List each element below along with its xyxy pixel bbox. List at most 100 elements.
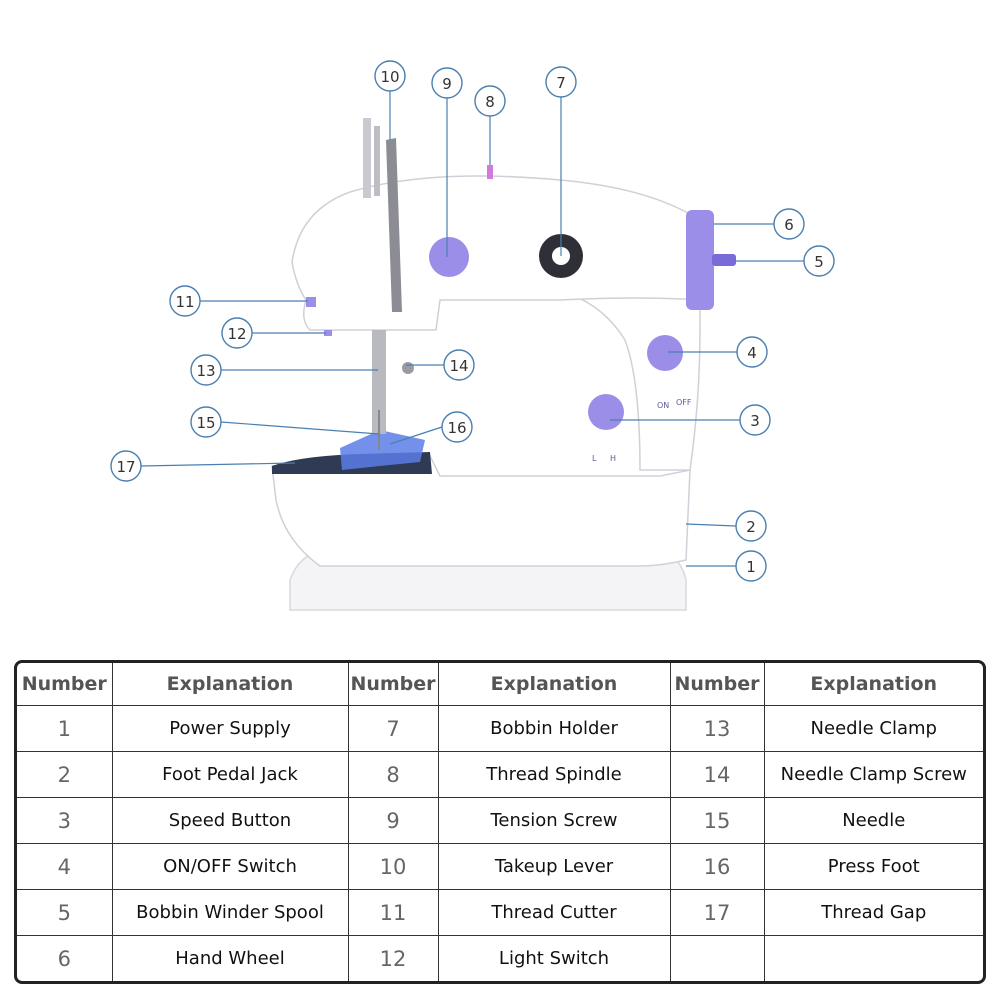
callout-circle-5 — [803, 245, 835, 277]
cell-explanation: Light Switch — [437, 935, 671, 981]
speed-button — [588, 394, 624, 430]
callout-circle-3 — [739, 404, 771, 436]
low-label: L — [592, 454, 597, 463]
needle-clamp-screw-knob — [402, 362, 414, 374]
cell-explanation: Foot Pedal Jack — [111, 751, 349, 799]
needle-bar — [372, 330, 386, 434]
light-switch-shape — [324, 330, 332, 336]
cell-explanation: Needle — [763, 797, 983, 845]
callout-number-8: 8 — [485, 93, 495, 111]
callout-number-6: 6 — [784, 216, 794, 234]
cell-number: 17 — [669, 889, 765, 937]
high-label: H — [610, 454, 616, 463]
header-number-1: Number — [17, 663, 113, 706]
cell-explanation — [763, 935, 983, 981]
leader-lines — [140, 91, 804, 567]
callout-circle-14 — [443, 349, 475, 381]
parts-table: Number Explanation Number Explanation Nu… — [17, 663, 983, 981]
cell-number — [669, 935, 765, 981]
callout-circle-4 — [736, 336, 768, 368]
callout-number-16: 16 — [447, 419, 466, 437]
callouts — [110, 60, 835, 582]
cell-explanation: Thread Cutter — [437, 889, 671, 937]
callout-circle-15 — [190, 406, 222, 438]
parts-table-container: Number Explanation Number Explanation Nu… — [14, 660, 986, 984]
leader-2 — [685, 523, 737, 527]
machine-bed — [271, 455, 691, 567]
callout-number-3: 3 — [750, 412, 760, 430]
cell-explanation: ON/OFF Switch — [111, 843, 349, 891]
cell-number: 14 — [669, 751, 765, 799]
cell-explanation: Thread Gap — [763, 889, 983, 937]
cell-number: 2 — [17, 751, 113, 799]
on-off-button — [647, 335, 683, 371]
callout-circle-17 — [110, 450, 142, 482]
callout-circle-8 — [474, 85, 506, 117]
cell-explanation: Bobbin Winder Spool — [111, 889, 349, 937]
cell-explanation: Hand Wheel — [111, 935, 349, 981]
cell-number: 13 — [669, 704, 765, 753]
hand-wheel — [686, 210, 714, 310]
cell-number: 4 — [17, 843, 113, 891]
leader-17 — [140, 462, 296, 467]
cell-number: 7 — [347, 704, 439, 753]
cell-number: 6 — [17, 935, 113, 981]
thread-spindle-top — [487, 165, 493, 179]
callout-circle-6 — [773, 208, 805, 240]
callout-circle-7 — [545, 66, 577, 98]
callout-number-17: 17 — [116, 458, 135, 476]
header-explanation-1: Explanation — [111, 663, 349, 706]
callout-circle-16 — [441, 411, 473, 443]
machine-pillar — [554, 289, 701, 471]
sewing-machine-illustration: ON OFF L H — [271, 118, 736, 611]
cell-explanation: Takeup Lever — [437, 843, 671, 891]
cell-number: 3 — [17, 797, 113, 845]
callout-circle-12 — [221, 317, 253, 349]
header-explanation-3: Explanation — [763, 663, 983, 706]
callout-number-4: 4 — [747, 344, 757, 362]
callout-number-10: 10 — [380, 68, 399, 86]
table-row: 6 Hand Wheel 12 Light Switch — [17, 935, 983, 981]
cell-explanation: Bobbin Holder — [437, 704, 671, 753]
cell-number: 9 — [347, 797, 439, 845]
callout-number-14: 14 — [449, 357, 468, 375]
callout-number-9: 9 — [442, 75, 452, 93]
callout-number-12: 12 — [227, 325, 246, 343]
table-row: 5 Bobbin Winder Spool 11 Thread Cutter 1… — [17, 889, 983, 937]
sewing-machine-diagram: ON OFF L H — [110, 60, 835, 611]
cell-number: 16 — [669, 843, 765, 891]
callout-number-11: 11 — [175, 293, 194, 311]
header-explanation-2: Explanation — [437, 663, 671, 706]
header-number-2: Number — [347, 663, 439, 706]
cell-number: 11 — [347, 889, 439, 937]
callout-number-15: 15 — [196, 414, 215, 432]
callout-number-7: 7 — [556, 74, 566, 92]
cell-explanation: Press Foot — [763, 843, 983, 891]
callout-circle-2 — [735, 510, 767, 542]
cell-explanation: Needle Clamp Screw — [763, 751, 983, 799]
bobbin-winder-spool — [712, 254, 736, 266]
callout-number-2: 2 — [746, 518, 756, 536]
callout-numbers: 1 2 3 4 5 6 7 8 9 10 11 12 13 14 15 16 1… — [116, 68, 823, 576]
cell-explanation: Power Supply — [111, 704, 349, 753]
header-number-3: Number — [669, 663, 765, 706]
leader-16 — [389, 426, 443, 445]
cell-explanation: Thread Spindle — [437, 751, 671, 799]
cell-number: 8 — [347, 751, 439, 799]
callout-circle-9 — [431, 67, 463, 99]
cell-number: 12 — [347, 935, 439, 981]
on-label: ON — [657, 401, 669, 410]
table-row: 2 Foot Pedal Jack 8 Thread Spindle 14 Ne… — [17, 751, 983, 799]
callout-circle-1 — [735, 550, 767, 582]
leader-15 — [220, 421, 380, 435]
callout-number-1: 1 — [746, 558, 756, 576]
off-label: OFF — [676, 398, 692, 407]
cell-number: 10 — [347, 843, 439, 891]
table-row: 4 ON/OFF Switch 10 Takeup Lever 16 Press… — [17, 843, 983, 891]
callout-circle-11 — [169, 285, 201, 317]
cell-number: 5 — [17, 889, 113, 937]
thread-cutter-shape — [306, 297, 316, 307]
cell-explanation: Needle Clamp — [763, 704, 983, 753]
cell-number: 15 — [669, 797, 765, 845]
cell-explanation: Speed Button — [111, 797, 349, 845]
